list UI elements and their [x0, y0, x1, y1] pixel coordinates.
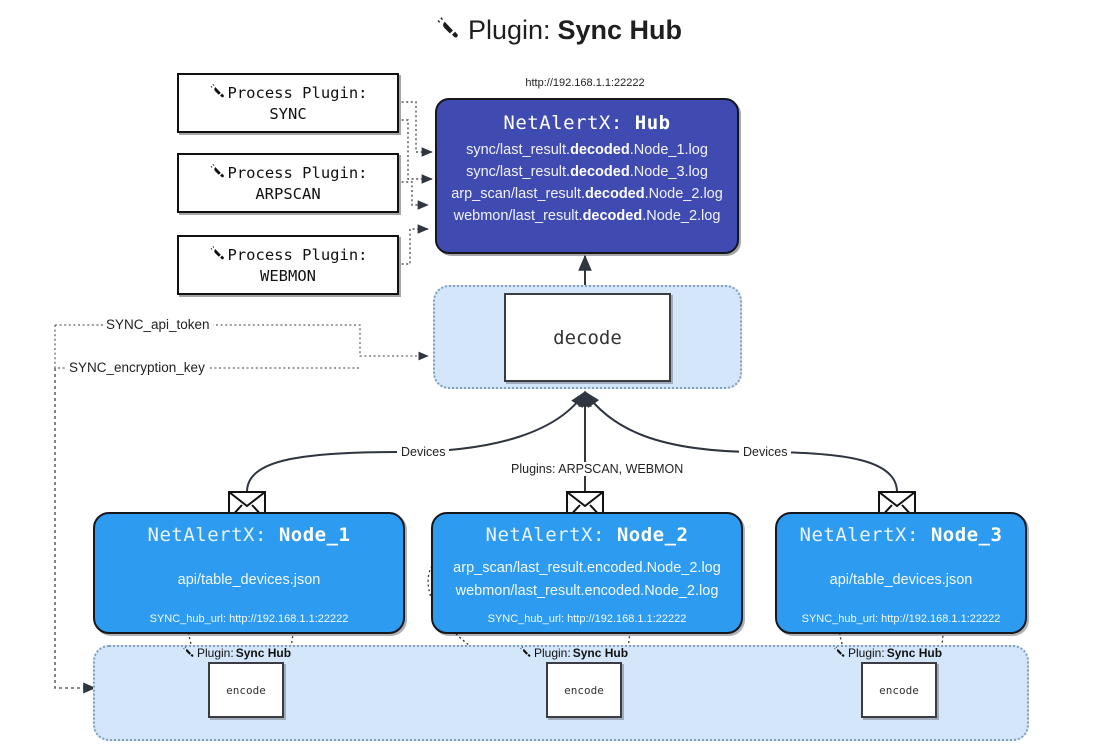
plugin-caption-prefix: Plugin:: [197, 646, 234, 660]
node-hub-url: SYNC_hub_url: http://192.168.1.1:22222: [487, 613, 687, 625]
node-log-row: arp_scan/last_result.encoded.Node_2.log: [453, 560, 721, 576]
node-hub-url: SYNC_hub_url: http://192.168.1.1:22222: [801, 613, 1001, 625]
plugin-caption-node-1: Plugin: Sync Hub: [182, 645, 291, 661]
edge-label-devices-right: Devices: [739, 445, 792, 459]
node-log-row: webmon/last_result.encoded.Node_2.log: [455, 583, 719, 599]
process-plugin-arpscan[interactable]: Process Plugin: ARPSCAN: [177, 153, 399, 213]
edge-label-plugins-center: Plugins: ARPSCAN, WEBMON: [507, 462, 688, 476]
plug-icon: [833, 645, 846, 661]
sync-api-token-label: SYNC_api_token: [103, 317, 213, 332]
plugin-caption-name: Sync Hub: [235, 646, 292, 660]
node-log-list: arp_scan/last_result.encoded.Node_2.log …: [433, 546, 741, 613]
plug-icon: [209, 162, 226, 184]
plugin-caption-prefix: Plugin:: [848, 646, 885, 660]
hub-url-label: http://192.168.1.1:22222: [525, 77, 645, 89]
hub-node[interactable]: NetAlertX: Hub sync/last_result.decoded.…: [435, 98, 739, 254]
node-3[interactable]: NetAlertX: Node_3 api/table_devices.json…: [775, 512, 1027, 634]
node-log-list: api/table_devices.json: [95, 546, 403, 613]
plug-icon: [435, 14, 461, 47]
hub-log-row: arp_scan/last_result.decoded.Node_2.log: [451, 186, 723, 202]
encode-box-node-2[interactable]: encode: [546, 662, 622, 718]
edge-label-devices-left: Devices: [397, 445, 450, 459]
process-plugin-sync[interactable]: Process Plugin: SYNC: [177, 73, 399, 133]
hub-title: NetAlertX: Hub: [503, 112, 671, 134]
plugin-caption-node-3: Plugin: Sync Hub: [833, 645, 942, 661]
page-title: Plugin: Sync Hub: [0, 14, 1117, 47]
hub-log-row: webmon/last_result.decoded.Node_2.log: [453, 208, 721, 224]
node-log-row: api/table_devices.json: [177, 571, 321, 588]
process-plugin-webmon[interactable]: Process Plugin: WEBMON: [177, 235, 399, 295]
hub-log-row: sync/last_result.decoded.Node_1.log: [466, 142, 708, 158]
process-plugin-label: Process Plugin:: [227, 83, 368, 102]
node-title: NetAlertX: Node_2: [485, 524, 689, 546]
plugin-caption-node-2: Plugin: Sync Hub: [519, 645, 628, 661]
plugin-caption-name: Sync Hub: [572, 646, 629, 660]
encode-box-node-3[interactable]: encode: [861, 662, 937, 718]
node-log-row: api/table_devices.json: [829, 571, 973, 588]
plug-icon: [182, 645, 195, 661]
hub-log-row: sync/last_result.decoded.Node_3.log: [466, 164, 708, 180]
node-title: NetAlertX: Node_1: [147, 524, 351, 546]
process-plugin-label: Process Plugin:: [227, 245, 368, 264]
plug-icon: [209, 82, 226, 104]
node-hub-url: SYNC_hub_url: http://192.168.1.1:22222: [149, 613, 349, 625]
title-prefix: Plugin:: [467, 14, 551, 45]
plugin-caption-name: Sync Hub: [886, 646, 943, 660]
process-plugin-label: Process Plugin:: [227, 163, 368, 182]
plug-icon: [519, 645, 532, 661]
node-title: NetAlertX: Node_3: [799, 524, 1003, 546]
node-log-list: api/table_devices.json: [777, 546, 1025, 613]
sync-encryption-key-label: SYNC_encryption_key: [66, 360, 208, 375]
node-1[interactable]: NetAlertX: Node_1 api/table_devices.json…: [93, 512, 405, 634]
encode-box-node-1[interactable]: encode: [208, 662, 284, 718]
plugin-caption-prefix: Plugin:: [534, 646, 571, 660]
process-plugin-name: WEBMON: [260, 266, 316, 285]
hub-log-list: sync/last_result.decoded.Node_1.log sync…: [437, 142, 737, 224]
plug-icon: [209, 244, 226, 266]
decode-box[interactable]: decode: [504, 293, 671, 382]
process-plugin-name: SYNC: [269, 104, 307, 123]
process-plugin-name: ARPSCAN: [255, 184, 321, 203]
title-name: Sync Hub: [557, 14, 683, 45]
node-2[interactable]: NetAlertX: Node_2 arp_scan/last_result.e…: [431, 512, 743, 634]
